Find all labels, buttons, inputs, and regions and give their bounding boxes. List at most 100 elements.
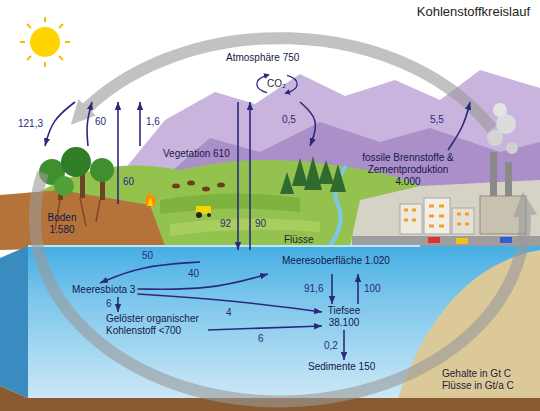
flux-value: 0,2 xyxy=(324,340,338,352)
flux-arrow xyxy=(300,102,315,146)
flux-value: 121,3 xyxy=(18,118,43,130)
reservoir-text: Tiefsee 38.100 xyxy=(324,305,364,329)
tractor xyxy=(196,206,211,218)
fire xyxy=(146,192,157,206)
flux-value: 1,6 xyxy=(146,116,160,128)
flux-value: 0,5 xyxy=(282,114,296,126)
cycle-arrow xyxy=(35,173,525,401)
cow xyxy=(187,181,195,186)
smoke xyxy=(493,103,507,117)
tractor-wheel xyxy=(196,212,202,218)
ocean xyxy=(28,246,540,398)
reservoir-region: Meeresoberfläche 1.020 xyxy=(200,250,450,274)
conifer xyxy=(318,160,334,184)
reservoir-text: Vegetation 610 xyxy=(163,148,350,160)
diagram-title: Kohlenstoffkreislauf xyxy=(417,4,530,19)
flux-value: 92 xyxy=(220,218,231,230)
reservoir-text: Atmosphäre 750 xyxy=(226,52,500,64)
conifer xyxy=(330,164,346,192)
building xyxy=(452,208,474,234)
flux-arrow xyxy=(448,102,470,150)
flux-arrow xyxy=(357,274,359,304)
smoke xyxy=(506,142,518,154)
conifer xyxy=(304,156,322,190)
flux-arrow xyxy=(208,326,322,330)
flux-arrow xyxy=(331,274,333,304)
flux-value: 6 xyxy=(106,298,112,310)
reservoir-label: Gelöster organischer Kohlenstoff <700 xyxy=(104,312,208,338)
flux-arrow xyxy=(117,297,119,312)
conifer xyxy=(292,158,308,186)
annotation: CO₂ xyxy=(267,78,286,90)
reservoir-label: Tiefsee 38.100 xyxy=(322,304,366,330)
flux-arrow xyxy=(249,102,251,250)
co2-cycle-arrow xyxy=(287,75,297,92)
flux-value: 60 xyxy=(95,116,106,128)
fire-core xyxy=(148,198,153,206)
flux-value: 90 xyxy=(255,218,266,230)
forest-left xyxy=(39,147,114,200)
reservoir-region: Vegetation 610 xyxy=(38,146,350,194)
tree-crown xyxy=(61,147,91,177)
annotation: Gehalte in Gt C xyxy=(442,368,511,380)
sun-disc xyxy=(30,27,60,57)
building xyxy=(400,204,422,234)
tree-crown xyxy=(90,158,114,182)
soil xyxy=(0,190,165,250)
forest-right xyxy=(280,156,346,194)
cow xyxy=(172,184,180,189)
field xyxy=(160,193,300,214)
flux-arrow xyxy=(100,262,200,283)
car xyxy=(456,238,468,244)
reservoir-text: fossile Brennstoffe & Zementproduktion 4… xyxy=(358,152,458,188)
tractor-wheel xyxy=(207,213,211,217)
conifer xyxy=(280,172,294,194)
flux-arrow xyxy=(87,102,92,146)
cows xyxy=(172,181,225,192)
tree-crown xyxy=(54,176,74,196)
flux-arrow xyxy=(117,102,119,204)
flux-value: 5,5 xyxy=(430,114,444,126)
reservoir-label: Sedimente 150 xyxy=(306,360,377,374)
car xyxy=(500,237,512,243)
reservoir-text: Boden 1.580 xyxy=(44,212,80,236)
reservoir-text: Meeresoberfläche 1.020 xyxy=(282,255,450,267)
flux-value: 50 xyxy=(142,250,153,262)
co2-cycle-arrow xyxy=(257,75,267,92)
water-surface xyxy=(28,245,420,247)
ocean-side xyxy=(0,246,28,398)
sun xyxy=(20,17,70,67)
smoke xyxy=(496,114,516,134)
flux-arrow xyxy=(237,102,239,250)
chimney xyxy=(505,162,512,196)
field xyxy=(170,218,320,236)
flux-arrow xyxy=(139,102,141,146)
flux-arrow xyxy=(137,274,268,289)
cycle-arrow xyxy=(79,38,492,129)
flux-value: 91,6 xyxy=(304,283,323,295)
flux-value: 4 xyxy=(226,307,232,319)
reservoir-text: Gelöster organischer Kohlenstoff <700 xyxy=(106,313,206,337)
flux-value: 100 xyxy=(364,283,381,295)
cow xyxy=(217,183,225,188)
annotation: Flüsse in Gt/a C xyxy=(442,380,514,392)
car xyxy=(428,237,440,243)
annotation: Flüsse xyxy=(284,234,313,246)
flux-arrow xyxy=(45,102,75,146)
reservoir-region: Atmosphäre 750 xyxy=(60,50,500,102)
chimney xyxy=(490,152,497,196)
sun-rays xyxy=(20,17,70,67)
reservoir-text: Sedimente 150 xyxy=(308,361,375,373)
reservoir-text: Meeresbiota 3 xyxy=(72,284,135,296)
reservoir-label: Meeresbiota 3 xyxy=(70,283,137,297)
flux-value: 60 xyxy=(123,176,134,188)
road xyxy=(352,236,540,246)
flux-arrow xyxy=(343,330,345,360)
reservoir-region: fossile Brennstoffe & Zementproduktion 4… xyxy=(356,150,460,194)
flux-value: 40 xyxy=(188,268,199,280)
cow xyxy=(202,187,210,192)
reservoir-region: Boden 1.580 xyxy=(40,204,150,240)
